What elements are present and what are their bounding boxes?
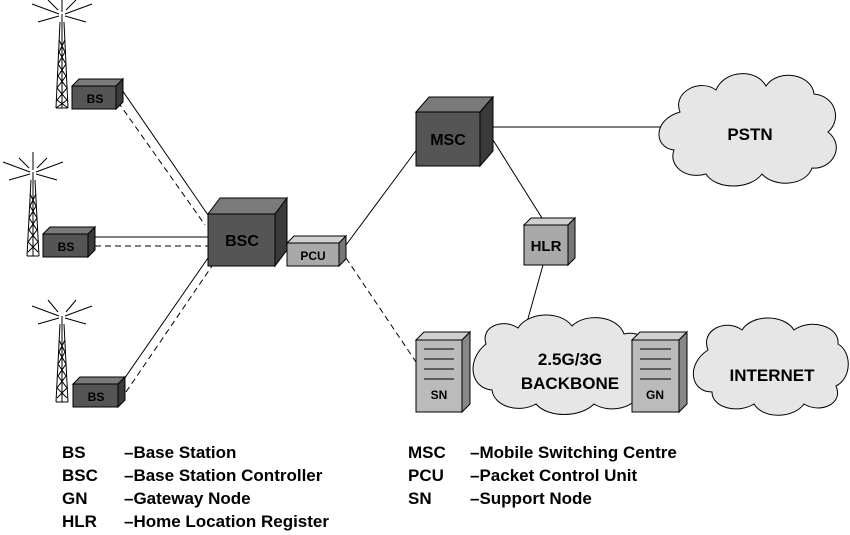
bsc-box: BSC bbox=[207, 196, 288, 268]
pcu-box: PCU bbox=[285, 234, 348, 268]
legend-right: MSC –Mobile Switching Centre PCU –Packet C… bbox=[408, 441, 677, 510]
link-pcu-msc bbox=[345, 147, 419, 246]
link-pcu-sn bbox=[345, 257, 417, 363]
legend-item: BS –Base Station bbox=[62, 441, 329, 464]
connections bbox=[95, 89, 666, 393]
internet-cloud: INTERNET bbox=[692, 317, 849, 416]
msc-label: MSC bbox=[430, 132, 466, 149]
legend-abbr: HLR bbox=[62, 512, 97, 531]
legend-desc: –Base Station Controller bbox=[124, 466, 323, 485]
legend-item: BSC –Base Station Controller bbox=[62, 464, 329, 487]
hlr-label: HLR bbox=[531, 238, 562, 255]
bsc-label: BSC bbox=[225, 233, 259, 250]
legend-item: MSC –Mobile Switching Centre bbox=[408, 441, 677, 464]
bs-box-1: BS bbox=[70, 77, 125, 111]
pstn-label: PSTN bbox=[727, 125, 772, 144]
link-bs3-bsc-dashed bbox=[125, 265, 213, 393]
internet-label: INTERNET bbox=[730, 366, 816, 385]
hlr-box: HLR bbox=[522, 216, 577, 267]
legend-abbr: GN bbox=[62, 489, 88, 508]
link-bs1-bsc-solid bbox=[121, 89, 209, 216]
legend-item: HLR –Home Location Register bbox=[62, 510, 329, 533]
gn-label: GN bbox=[646, 388, 664, 402]
antenna-tower-icon bbox=[2, 152, 64, 257]
legend-abbr: SN bbox=[408, 489, 432, 508]
bs-box-3: BS bbox=[71, 375, 127, 409]
bs-box-2: BS bbox=[41, 225, 97, 259]
link-bs1-bsc-dashed bbox=[117, 101, 206, 226]
legend-abbr: MSC bbox=[408, 443, 446, 462]
bs-label: BS bbox=[58, 240, 75, 254]
legend-left: BS –Base Station BSC –Base Station Control… bbox=[62, 441, 329, 533]
sn-label: SN bbox=[431, 388, 448, 402]
legend-abbr: PCU bbox=[408, 466, 444, 485]
antenna-tower-icon bbox=[31, 0, 93, 109]
pcu-label: PCU bbox=[300, 249, 325, 263]
pstn-cloud: PSTN bbox=[658, 73, 837, 187]
legend-desc: –Mobile Switching Centre bbox=[470, 443, 677, 462]
legend-item: PCU –Packet Control Unit bbox=[408, 464, 677, 487]
legend-item: SN –Support Node bbox=[408, 487, 677, 510]
bs-label: BS bbox=[88, 390, 105, 404]
backbone-cloud: 2.5G/3G BACKBONE bbox=[472, 314, 661, 415]
legend-desc: –Base Station bbox=[124, 443, 237, 462]
backbone-label-line1: 2.5G/3G bbox=[538, 350, 602, 369]
legend-desc: –Home Location Register bbox=[124, 512, 329, 531]
link-msc-hlr bbox=[492, 139, 543, 219]
server-slots-icon bbox=[640, 348, 671, 380]
legend-desc: –Packet Control Unit bbox=[470, 466, 638, 485]
legend-abbr: BSC bbox=[62, 466, 98, 485]
legend-abbr: BS bbox=[62, 443, 86, 462]
msc-box: MSC bbox=[414, 95, 495, 168]
legend-item: GN –Gateway Node bbox=[62, 487, 329, 510]
backbone-label-line2: BACKBONE bbox=[521, 374, 619, 393]
antenna-tower-icon bbox=[31, 299, 93, 403]
bs-label: BS bbox=[87, 92, 104, 106]
gn-server: GN bbox=[630, 330, 689, 414]
sn-server: SN bbox=[414, 330, 472, 414]
server-slots-icon bbox=[424, 348, 454, 380]
legend-desc: –Gateway Node bbox=[124, 489, 251, 508]
link-bs3-bsc-solid bbox=[121, 257, 209, 383]
legend-desc: –Support Node bbox=[470, 489, 592, 508]
